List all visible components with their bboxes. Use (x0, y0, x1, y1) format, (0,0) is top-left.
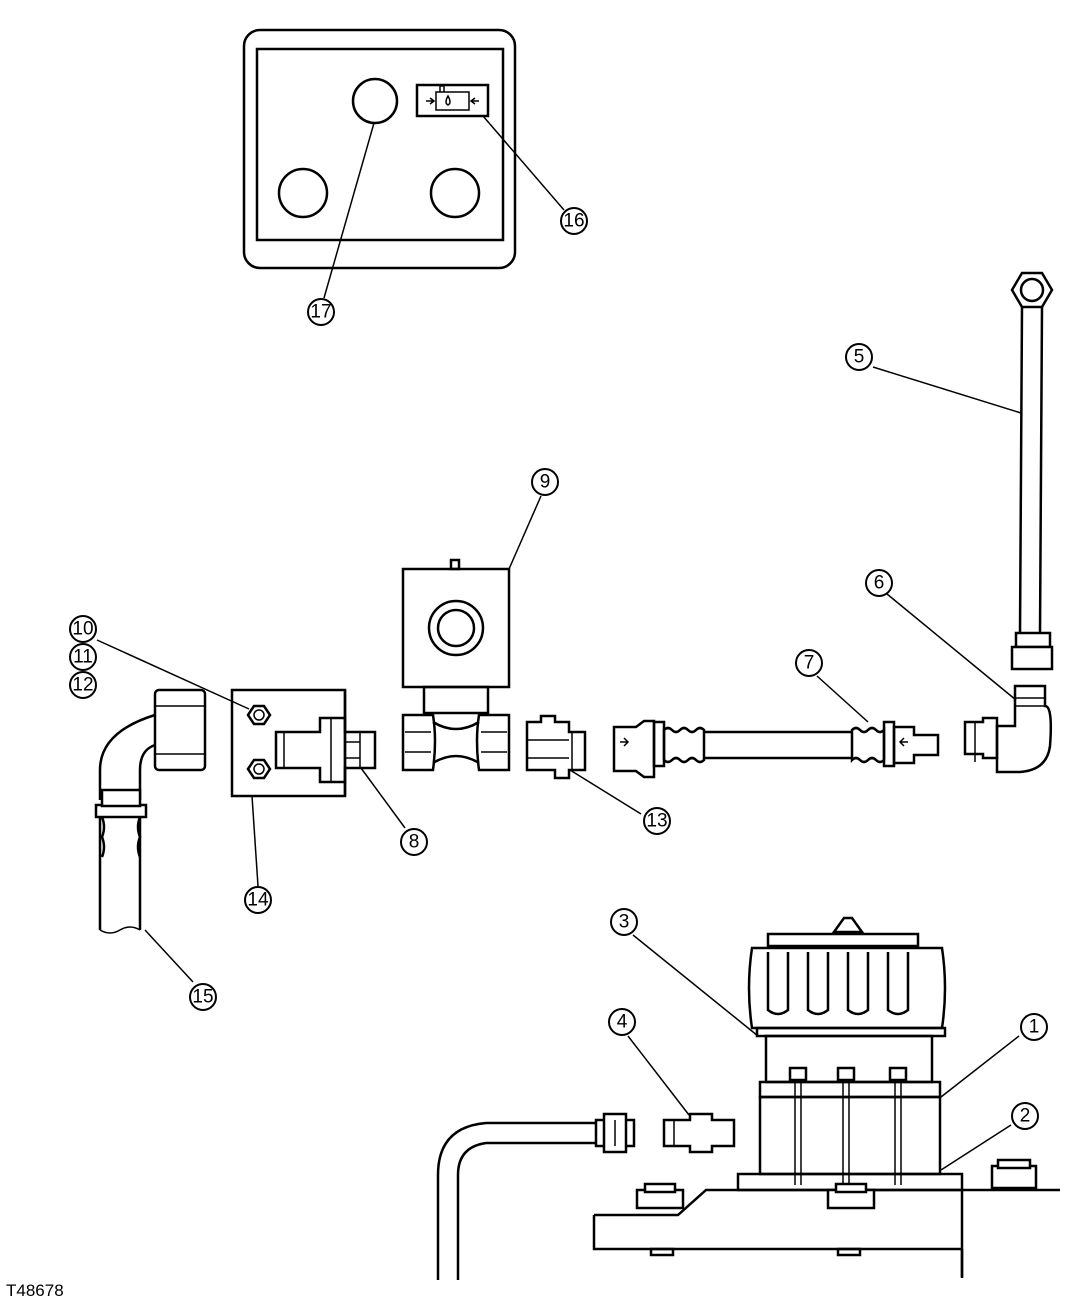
svg-text:15: 15 (192, 987, 213, 1008)
manifold-block-14 (230, 688, 347, 798)
callout-1: 1 (1020, 1013, 1048, 1041)
tube-line-5 (1010, 271, 1054, 671)
svg-text:1: 1 (1029, 1017, 1040, 1038)
callout-10: 10 (69, 615, 97, 643)
hose-15 (94, 688, 207, 934)
callout-14: 14 (244, 886, 272, 914)
callout-16: 16 (560, 207, 588, 235)
fitting-13 (525, 714, 587, 780)
svg-text:3: 3 (619, 912, 630, 933)
svg-text:13: 13 (646, 811, 667, 832)
callout-2: 2 (1011, 1102, 1039, 1130)
filter-pump-assembly (592, 916, 1060, 1278)
elbow-fitting-6 (963, 684, 1053, 774)
svg-text:7: 7 (804, 653, 815, 674)
svg-text:14: 14 (247, 890, 269, 911)
svg-text:17: 17 (310, 302, 331, 323)
svg-text:2: 2 (1020, 1106, 1031, 1127)
callout-17: 17 (307, 298, 335, 326)
svg-text:16: 16 (563, 211, 584, 232)
callout-9: 9 (531, 468, 559, 496)
callout-5: 5 (845, 343, 873, 371)
callout-13: 13 (643, 807, 671, 835)
callout-15: 15 (189, 983, 217, 1011)
solenoid-valve-9 (401, 558, 511, 772)
svg-text:8: 8 (409, 832, 420, 853)
fitting-4-and-tube (436, 1112, 736, 1280)
callout-6: 6 (865, 569, 893, 597)
control-panel (242, 28, 517, 270)
svg-text:12: 12 (72, 675, 93, 696)
svg-text:10: 10 (72, 619, 93, 640)
svg-text:4: 4 (617, 1012, 628, 1033)
figure-id: T48678 (6, 1281, 64, 1300)
callout-7: 7 (795, 649, 823, 677)
indicator-light-16 (415, 83, 490, 118)
leader-lines (96, 115, 1022, 1171)
svg-text:6: 6 (874, 573, 885, 594)
fitting-8 (274, 716, 377, 784)
callout-3: 3 (610, 908, 638, 936)
callout-4: 4 (608, 1008, 636, 1036)
callout-11: 11 (69, 643, 97, 671)
svg-text:11: 11 (73, 647, 93, 668)
callout-12: 12 (69, 671, 97, 699)
svg-text:5: 5 (854, 347, 865, 368)
svg-text:9: 9 (540, 472, 551, 493)
hose-assembly-7 (612, 719, 940, 779)
callout-8: 8 (400, 828, 428, 856)
